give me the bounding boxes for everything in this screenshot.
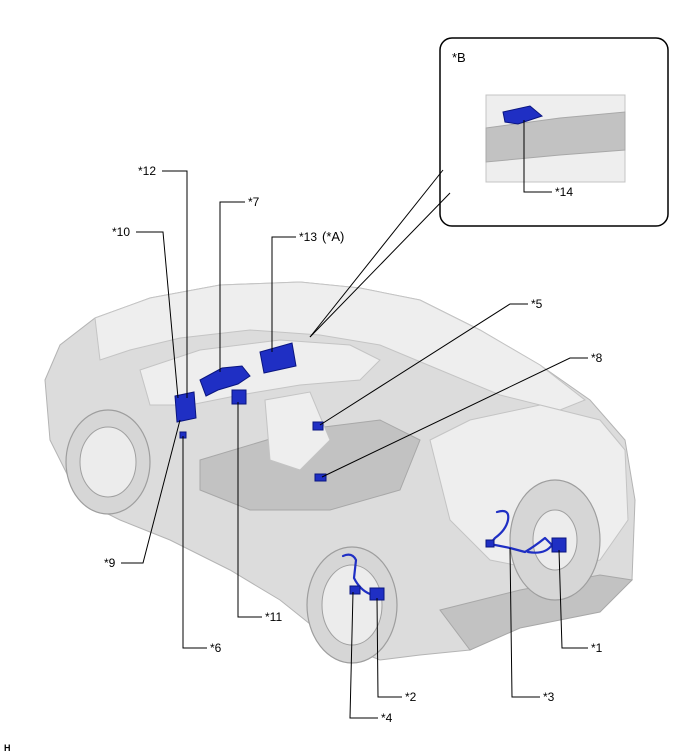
part-3-connector	[485, 539, 495, 548]
part-1-unit	[551, 537, 567, 553]
inset-callout-line-2	[309, 169, 444, 338]
label-12: *12	[138, 164, 156, 178]
highlighted-parts	[174, 342, 567, 601]
part-5-unit	[312, 421, 324, 431]
label-9: *9	[104, 556, 116, 570]
leader-10	[136, 231, 179, 399]
part-10-ecu	[174, 391, 197, 423]
part-13-display	[259, 342, 297, 374]
vehicle-illustration	[44, 281, 636, 664]
label-1: *1	[591, 641, 603, 655]
leader-2	[376, 597, 402, 698]
inset-dashboard-panel	[485, 111, 626, 163]
vehicle-seat	[264, 391, 331, 471]
part-4-connector	[349, 585, 361, 595]
callout-labels: *12 *10 *7 *13 (*A) *5 *8 *9 *11 *6 *1 *…	[104, 164, 603, 725]
label-2: *2	[405, 690, 417, 704]
corner-mark: H	[4, 743, 11, 753]
label-5: *5	[531, 297, 543, 311]
leader-7	[219, 201, 245, 372]
leader-5	[319, 303, 528, 426]
leader-13	[271, 236, 296, 352]
leader-1	[558, 549, 588, 649]
label-4: *4	[381, 711, 393, 725]
inset-callout-line-1	[309, 192, 451, 338]
label-6: *6	[210, 641, 222, 655]
vehicle-interior-floor	[199, 419, 421, 511]
front-wheel-rim	[79, 426, 137, 498]
label-14: *14	[555, 185, 573, 199]
part-14-unit	[502, 105, 544, 125]
label-11: *11	[265, 610, 282, 624]
leader-3	[509, 547, 540, 698]
inset-title: *B	[452, 50, 466, 65]
leader-11	[237, 402, 262, 618]
leader-4	[349, 591, 378, 719]
leader-9	[121, 419, 181, 564]
inset-b: *B	[309, 37, 669, 338]
part-11-module	[231, 389, 247, 405]
label-13-ref: (*A)	[322, 229, 344, 244]
leader-lines	[121, 120, 588, 719]
label-10: *10	[112, 225, 130, 239]
leader-14	[523, 120, 552, 193]
leader-12	[162, 170, 188, 398]
part-7-duct	[199, 365, 251, 397]
leader-8	[321, 357, 588, 478]
label-3: *3	[543, 690, 555, 704]
leader-6	[182, 436, 207, 649]
part-8-unit	[314, 473, 327, 482]
label-8: *8	[591, 351, 603, 365]
label-7: *7	[248, 195, 260, 209]
label-13: *13	[299, 230, 317, 244]
part-4-harness	[341, 553, 372, 596]
